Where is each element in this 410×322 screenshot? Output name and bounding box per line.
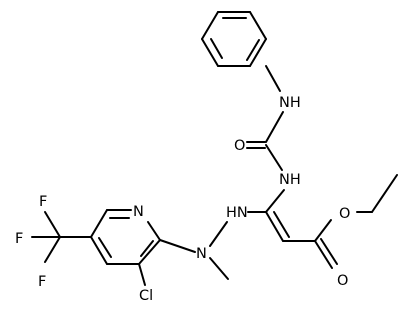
bond — [273, 211, 290, 238]
bond — [201, 11, 219, 40]
bond — [371, 174, 398, 213]
bond — [209, 221, 228, 247]
fluorine-top-label: F — [39, 194, 47, 210]
bond — [44, 211, 61, 238]
bond — [201, 38, 219, 67]
pyridine-nitrogen-label: N — [133, 204, 144, 220]
bond — [138, 263, 146, 286]
bond — [314, 240, 333, 269]
bond — [138, 239, 161, 265]
bond — [246, 39, 260, 61]
bond — [249, 11, 267, 40]
bonds — [31, 11, 398, 286]
bond — [98, 237, 112, 258]
nh-aniline-label: NH — [279, 95, 301, 111]
ester-carbonyl-oxygen-label: O — [337, 273, 348, 289]
bond — [265, 211, 284, 242]
bond — [159, 239, 196, 253]
ester-oxygen-label: O — [339, 206, 350, 222]
n-methyl-label: N — [196, 246, 207, 262]
bond — [209, 257, 229, 280]
bond — [249, 38, 267, 67]
atom-labels: NH O NH HN N N Cl F F F O O — [15, 95, 350, 304]
chlorine-label: Cl — [139, 288, 153, 304]
nh-hydrazine-label: HN — [226, 205, 248, 221]
bond — [44, 236, 61, 263]
bond — [314, 219, 332, 242]
nh-urea-label: NH — [279, 172, 301, 188]
bond — [265, 65, 281, 92]
bond — [90, 236, 108, 265]
bond — [265, 189, 285, 213]
carbonyl-oxygen-label: O — [234, 138, 245, 154]
bond — [320, 238, 338, 265]
bond — [210, 38, 223, 59]
fluorine-mid-label: F — [15, 231, 23, 247]
bond — [265, 144, 283, 171]
bond — [265, 111, 284, 143]
bond — [140, 240, 154, 257]
bond — [90, 209, 108, 238]
fluorine-bottom-label: F — [38, 274, 46, 290]
bond — [147, 221, 161, 241]
